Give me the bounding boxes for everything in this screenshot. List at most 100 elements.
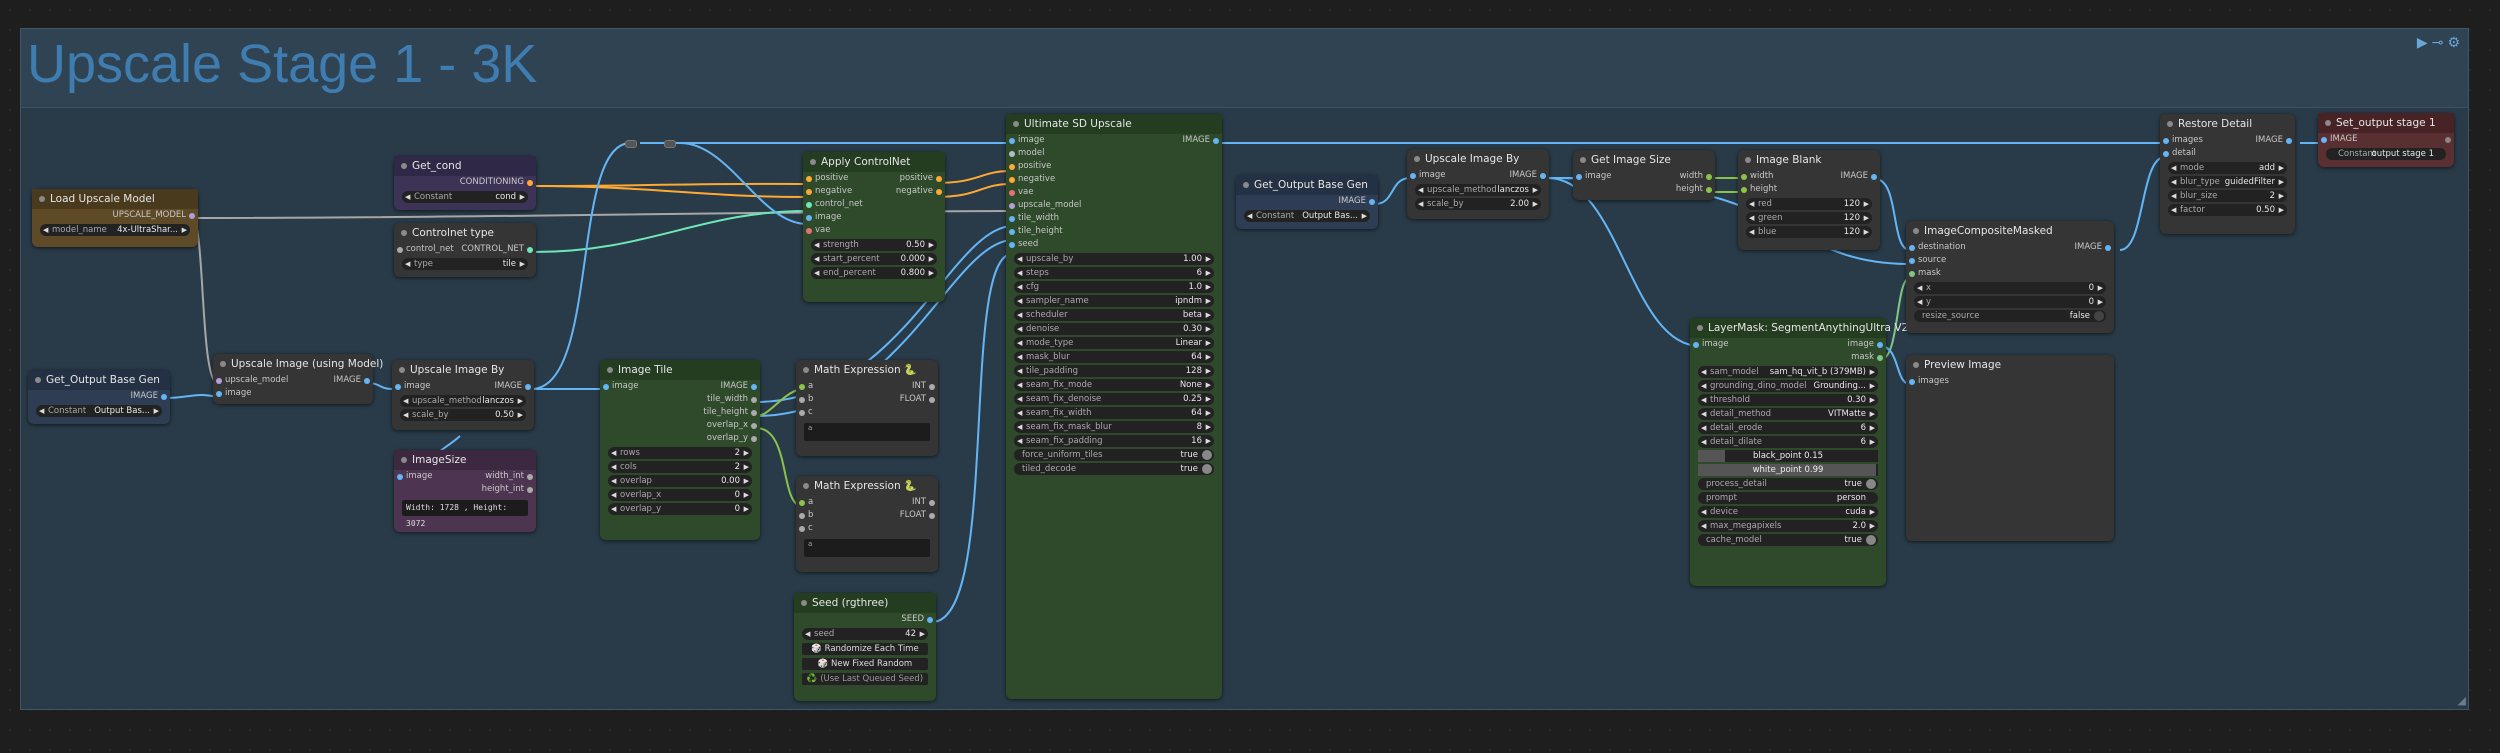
input-port[interactable]	[2321, 137, 2327, 143]
input-port[interactable]	[397, 247, 403, 253]
node-header[interactable]: Ultimate SD Upscale	[1006, 114, 1222, 134]
output-port[interactable]	[929, 513, 935, 519]
output-port[interactable]	[1213, 138, 1219, 144]
input-port[interactable]	[806, 228, 812, 234]
input-port[interactable]	[799, 410, 805, 416]
node-layermask-segment-anything[interactable]: LayerMask: SegmentAnythingUltra V2 image…	[1690, 318, 1908, 586]
input-port[interactable]	[1741, 187, 1747, 193]
output-port[interactable]	[751, 397, 757, 403]
node-header[interactable]: Get_cond	[394, 156, 536, 176]
randomize-each-time-button[interactable]: 🎲 Randomize Each Time	[802, 643, 928, 655]
node-header[interactable]: Apply ControlNet	[803, 152, 945, 172]
expression-textbox[interactable]: a	[804, 539, 930, 557]
node-header[interactable]: Image Tile	[600, 360, 760, 380]
input-port[interactable]	[1009, 177, 1015, 183]
input-port[interactable]	[2163, 151, 2169, 157]
input-port[interactable]	[603, 384, 609, 390]
output-port[interactable]	[1871, 174, 1877, 180]
input-port[interactable]	[806, 189, 812, 195]
expression-textbox[interactable]: a	[804, 423, 930, 441]
input-port[interactable]	[395, 384, 401, 390]
node-header[interactable]: Preview Image	[1906, 355, 2114, 375]
reroute-node-2[interactable]	[664, 140, 676, 148]
input-port[interactable]	[216, 391, 222, 397]
node-header[interactable]: Upscale Image (using Model)	[213, 354, 383, 374]
node-upscale-image-using-model[interactable]: Upscale Image (using Model) upscale_mode…	[213, 354, 383, 404]
input-port[interactable]	[806, 202, 812, 208]
node-preview-image[interactable]: Preview Image images	[1906, 355, 2114, 541]
output-port[interactable]	[189, 213, 195, 219]
input-port[interactable]	[799, 397, 805, 403]
output-port[interactable]	[929, 397, 935, 403]
play-icon[interactable]: ▶	[2416, 35, 2428, 51]
output-port[interactable]	[2286, 138, 2292, 144]
input-port[interactable]	[799, 500, 805, 506]
node-header[interactable]: Set_output stage 1	[2318, 113, 2454, 133]
input-port[interactable]	[799, 526, 805, 532]
input-port[interactable]	[1009, 229, 1015, 235]
node-header[interactable]: Load Upscale Model	[32, 189, 198, 209]
use-last-queued-seed-button[interactable]: ♻️ (Use Last Queued Seed)	[802, 673, 928, 685]
output-port[interactable]	[1540, 173, 1546, 179]
output-port[interactable]	[929, 384, 935, 390]
input-port[interactable]	[1009, 190, 1015, 196]
input-port[interactable]	[1576, 174, 1582, 180]
input-port[interactable]	[799, 513, 805, 519]
output-port[interactable]	[1877, 355, 1883, 361]
output-port[interactable]	[364, 378, 370, 384]
resize-handle-icon[interactable]: ◢	[2457, 694, 2466, 707]
reroute-node-1[interactable]	[625, 140, 637, 148]
output-port[interactable]	[936, 176, 942, 182]
settings-icon[interactable]: ⚙	[2447, 35, 2460, 51]
node-header[interactable]: Math Expression 🐍	[796, 360, 938, 380]
node-header[interactable]: Get_Output Base Gen	[28, 370, 170, 390]
node-header[interactable]: Get_Output Base Gen	[1236, 175, 1378, 195]
input-port[interactable]	[216, 378, 222, 384]
output-port[interactable]	[751, 436, 757, 442]
node-header[interactable]: Math Expression 🐍	[796, 476, 938, 496]
input-port[interactable]	[799, 384, 805, 390]
node-header[interactable]: ImageSize	[394, 450, 536, 470]
